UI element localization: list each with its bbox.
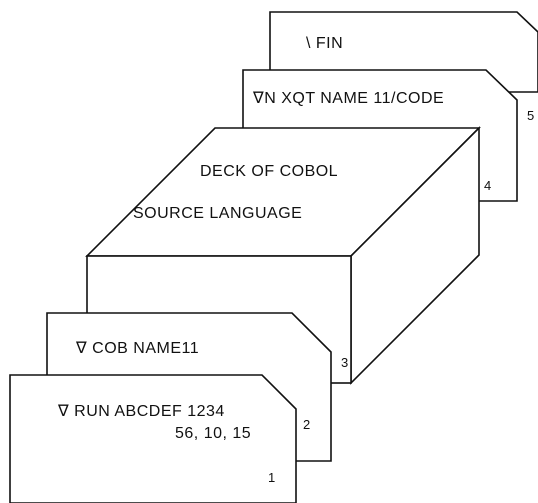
card-fin-label: \ FIN — [306, 35, 343, 52]
card-run-line1: ∇ RUN ABCDEF 1234 — [57, 403, 225, 420]
card-run-line2: 56, 10, 15 — [175, 425, 251, 442]
card-run: ∇ RUN ABCDEF 1234 56, 10, 15 2 1 — [9, 374, 311, 503]
card-run-number-bottom: 1 — [268, 470, 276, 485]
deck-label-line1: DECK OF COBOL — [200, 163, 338, 180]
deck-number: 4 — [484, 178, 492, 193]
card-xqt-label: ∇N XQT NAME 11/CODE — [252, 90, 444, 107]
card-cob-number: 3 — [341, 355, 349, 370]
card-run-number: 2 — [303, 417, 311, 432]
card-cob-label: ∇ COB NAME11 — [75, 340, 199, 357]
card-xqt-number: 5 — [527, 108, 535, 123]
deck-label-line2: SOURCE LANGUAGE — [133, 205, 302, 222]
